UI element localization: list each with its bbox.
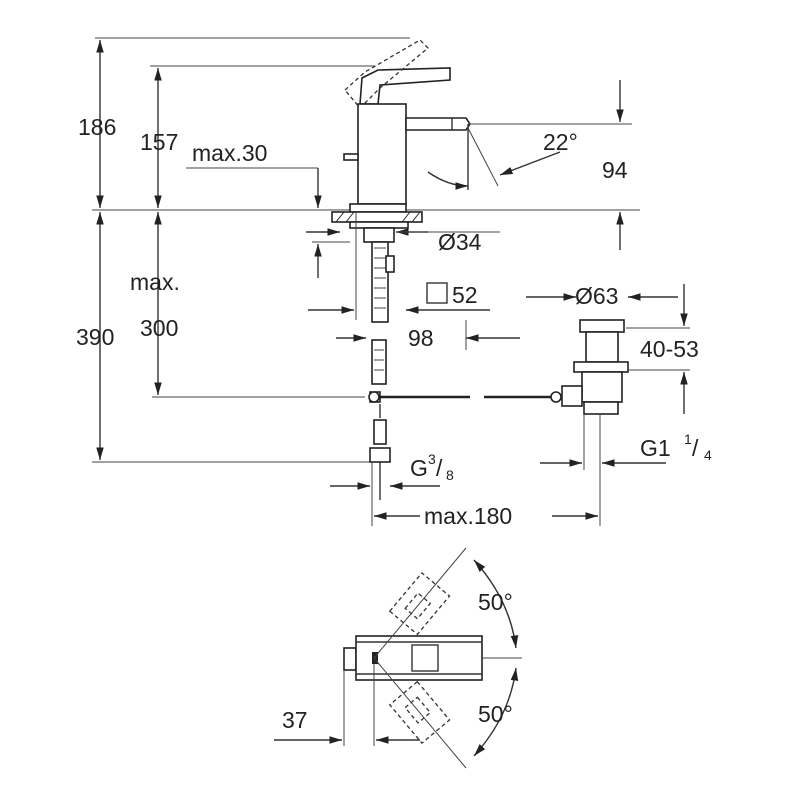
label-dia-63: Ø63 — [575, 283, 618, 309]
svg-text:/: / — [692, 435, 699, 461]
label-390: 390 — [76, 324, 114, 350]
dim-98 — [308, 212, 520, 350]
label-300: 300 — [140, 315, 178, 341]
dim-22-deg-94 — [427, 80, 632, 250]
dim-390 — [92, 212, 380, 463]
dim-g1-1-4 — [540, 414, 666, 526]
waste-assembly — [561, 319, 629, 415]
label-98: 98 — [408, 325, 434, 351]
dim-186 — [95, 37, 410, 208]
svg-text:G1: G1 — [640, 435, 671, 461]
faucet-body — [343, 39, 471, 213]
dim-37 — [274, 664, 420, 746]
pop-up-rod — [368, 391, 562, 403]
dim-40-53 — [626, 284, 690, 414]
label-50-deg-bottom: 50° — [478, 701, 513, 727]
svg-text:1: 1 — [684, 431, 692, 447]
svg-text:/: / — [436, 455, 443, 481]
mounting-assembly — [331, 211, 423, 500]
label-157: 157 — [140, 129, 178, 155]
label-max-180: max.180 — [424, 503, 512, 529]
dim-157 — [150, 65, 375, 208]
square-symbol — [426, 282, 448, 304]
label-22-deg: 22° — [543, 129, 578, 155]
label-52: 52 — [452, 282, 478, 308]
dim-300 — [152, 212, 365, 398]
top-view — [343, 547, 522, 769]
svg-text:G: G — [410, 455, 428, 481]
svg-text:4: 4 — [704, 447, 712, 463]
label-37: 37 — [282, 707, 308, 733]
label-186: 186 — [78, 114, 116, 140]
label-40-53: 40-53 — [640, 336, 699, 362]
label-94: 94 — [602, 157, 628, 183]
label-g1-1-4: G1 1 / 4 — [640, 431, 712, 463]
label-max-30: max.30 — [192, 140, 267, 166]
dim-max-30 — [186, 167, 350, 278]
label-max: max. — [130, 269, 180, 295]
svg-text:3: 3 — [428, 451, 436, 467]
label-50-deg-top: 50° — [478, 589, 513, 615]
svg-text:8: 8 — [446, 467, 454, 483]
label-dia-34: Ø34 — [438, 229, 482, 255]
label-g-3-8: G 3 / 8 — [410, 451, 454, 483]
dim-g-3-8 — [330, 462, 440, 526]
